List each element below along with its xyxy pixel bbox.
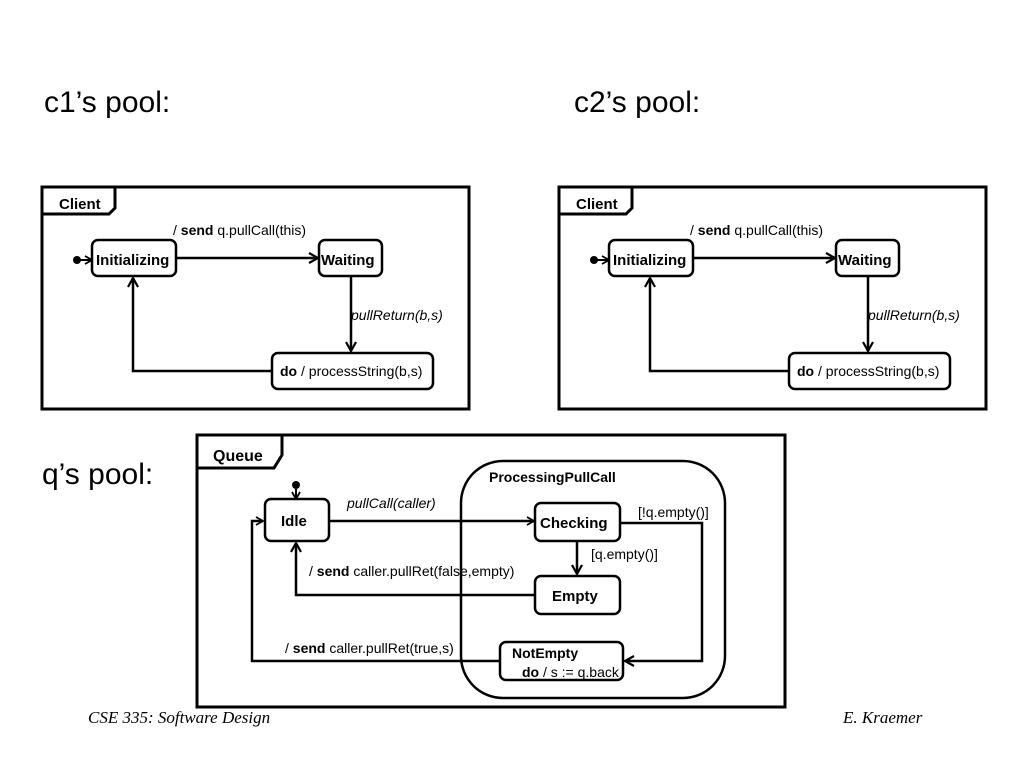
heading-c1-pool: c1’s pool: xyxy=(44,86,171,119)
state-idle-label: Idle xyxy=(281,513,307,530)
client-frame-tab xyxy=(559,185,634,216)
client-frame-tab xyxy=(42,185,117,216)
transition-not-empty-to-idle-label: / send caller.pullRet(true,s) xyxy=(285,640,454,656)
state-not-empty-activity: do / s := q.back xyxy=(522,664,620,680)
queue-frame-tab xyxy=(197,433,284,470)
transition-not-empty-to-idle xyxy=(250,516,500,663)
initial-state-dot xyxy=(590,256,598,264)
initial-state-dot xyxy=(292,481,300,489)
state-checking-label: Checking xyxy=(540,515,608,532)
client-diagram-c2: Client Initializing Waiting do / process… xyxy=(557,185,988,411)
transition-checking-to-empty-label: [q.empty()] xyxy=(591,546,658,562)
state-processing-pull-call-label: ProcessingPullCall xyxy=(489,469,616,485)
transition-process-to-init xyxy=(650,278,789,373)
client-frame-title: Client xyxy=(576,196,618,213)
transition-checking-to-not-empty-label: [!q.empty()] xyxy=(638,504,709,520)
footer-course: CSE 335: Software Design xyxy=(88,708,271,727)
state-waiting-label: Waiting xyxy=(321,252,375,269)
heading-c2-pool: c2’s pool: xyxy=(574,86,701,119)
heading-q-pool: q’s pool: xyxy=(42,458,154,491)
transition-checking-to-not-empty xyxy=(620,521,704,661)
state-not-empty-label: NotEmpty xyxy=(512,645,578,661)
transition-empty-to-idle xyxy=(296,543,535,597)
queue-frame xyxy=(195,433,787,709)
initial-state-dot xyxy=(73,256,81,264)
queue-frame-title: Queue xyxy=(213,448,263,465)
state-empty-label: Empty xyxy=(552,588,599,605)
client-frame xyxy=(40,185,471,411)
footer-author: E. Kraemer xyxy=(843,708,923,727)
state-processing-pull-call xyxy=(459,459,727,700)
client-diagram-c1: Client Initializing Waiting do / process… xyxy=(40,185,471,411)
transition-waiting-to-process-label: pullReturn(b,s) xyxy=(867,307,960,323)
transition-waiting-to-process-label: pullReturn(b,s) xyxy=(350,307,443,323)
client-frame-title: Client xyxy=(59,196,101,213)
queue-diagram: Queue ProcessingPullCall Idle Checking E… xyxy=(195,433,787,709)
state-process-string-label: do / processString(b,s) xyxy=(797,363,939,379)
client-frame xyxy=(557,185,988,411)
state-initializing-label: Initializing xyxy=(96,252,169,269)
state-initializing-label: Initializing xyxy=(613,252,686,269)
transition-init-to-waiting-label: / send q.pullCall(this) xyxy=(173,222,306,238)
transition-empty-to-idle-label: / send caller.pullRet(false,empty) xyxy=(309,563,514,579)
transition-init-to-waiting-label: / send q.pullCall(this) xyxy=(690,222,823,238)
state-waiting-label: Waiting xyxy=(838,252,892,269)
transition-process-to-init xyxy=(133,278,272,373)
state-process-string-label: do / processString(b,s) xyxy=(280,363,422,379)
transition-idle-to-checking-label: pullCall(caller) xyxy=(346,495,436,511)
